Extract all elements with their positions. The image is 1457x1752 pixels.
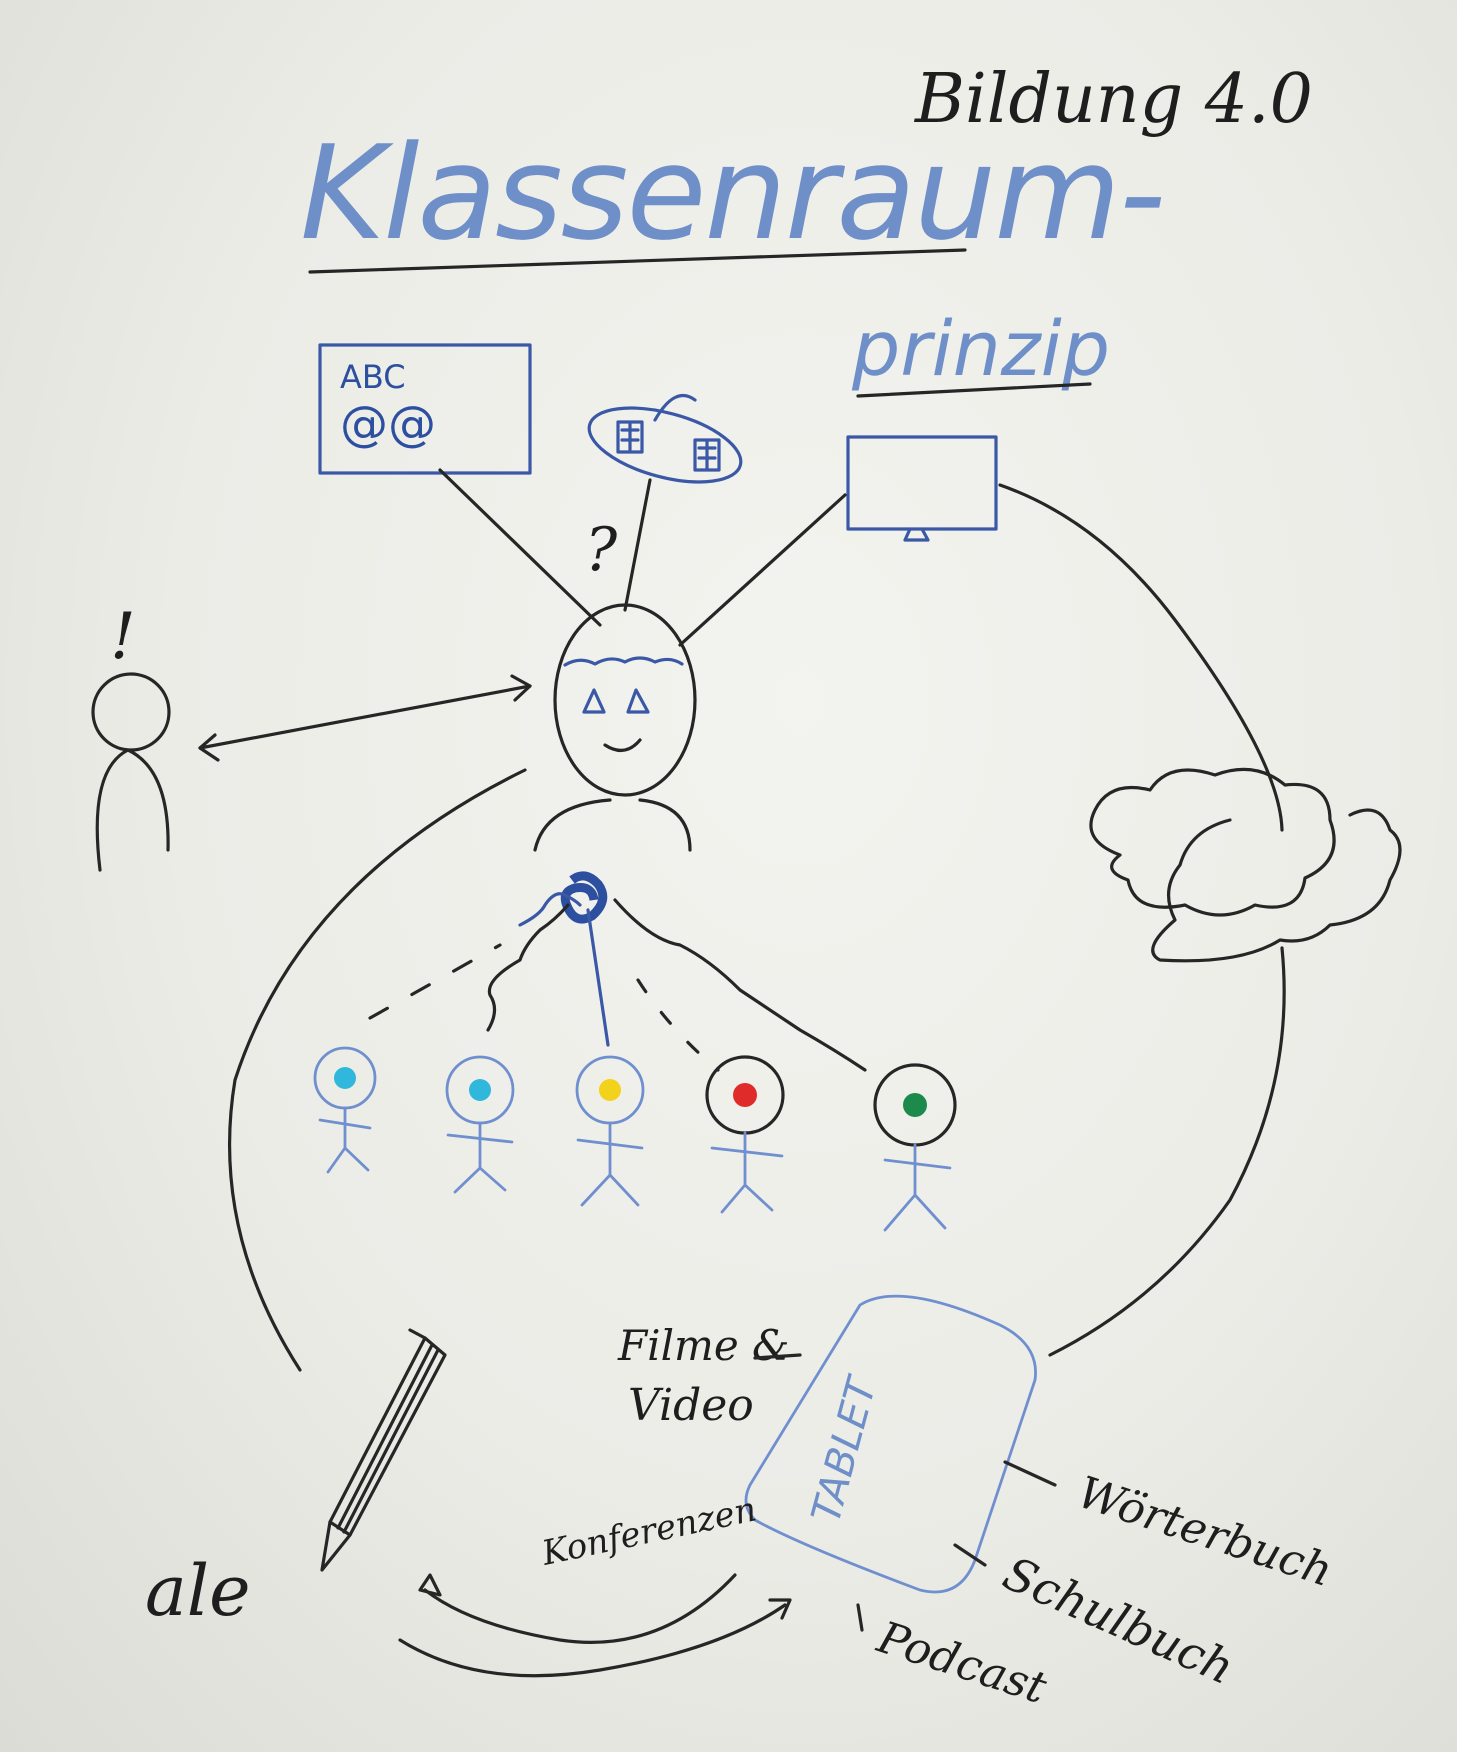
student-figure: [705, 1055, 785, 1214]
line-podcast: [856, 1603, 864, 1632]
line-filme: [753, 1353, 802, 1360]
exchange-arrows: [398, 1573, 792, 1678]
line-schulbuch: [953, 1543, 987, 1567]
loop-right-arc-top: [998, 483, 1284, 832]
exclamation-mark: !: [110, 600, 136, 674]
line-monitor-head: [678, 493, 847, 647]
line-satellite-head: [623, 478, 652, 612]
title-bildung: Bildung 4.0: [913, 60, 1313, 139]
writing-text: ale: [145, 1550, 251, 1632]
whiteboard-icon: ABC @@: [318, 343, 532, 475]
student-figure: [313, 1046, 377, 1174]
loop-left-arc: [227, 768, 527, 1372]
label-video: Video: [628, 1380, 754, 1431]
student-color-dot: [733, 1083, 757, 1107]
line-woerterbuch: [1003, 1460, 1057, 1487]
student-color-dot: [903, 1093, 927, 1117]
line-knot-student2: [486, 903, 570, 1032]
cloud-icon: [1089, 767, 1402, 963]
line-board-head: [438, 468, 602, 627]
label-filme: Filme &: [617, 1321, 789, 1370]
label-woerterbuch: Wörterbuch: [1072, 1467, 1339, 1597]
monitor-icon: [846, 435, 998, 542]
dashed-line-student4: [636, 978, 720, 1072]
student-color-dot: [469, 1079, 491, 1101]
line-knot-student3: [586, 908, 610, 1047]
line-knot-student5: [613, 898, 867, 1072]
pencil-icon: [320, 1328, 447, 1572]
student-figure: [873, 1063, 957, 1232]
teacher-figure: [533, 603, 697, 852]
svg-text:@@: @@: [340, 396, 436, 452]
title-underline: [308, 248, 967, 274]
dashed-line-student1: [368, 943, 502, 1020]
student-figure: [575, 1055, 645, 1207]
svg-text:ABC: ABC: [340, 358, 406, 396]
loop-right-arc-bottom: [1048, 946, 1286, 1357]
students-group: [313, 1046, 957, 1232]
title-prinzip: prinzip: [851, 304, 1110, 393]
satellite-icon: [587, 394, 743, 484]
network-knot-icon: [518, 871, 608, 927]
student-color-dot: [334, 1067, 356, 1089]
student-color-dot: [599, 1079, 621, 1101]
student-figure: [445, 1055, 515, 1194]
question-mark: ?: [585, 515, 618, 585]
arrow-teacher-person: [198, 674, 532, 762]
prinzip-underline: [856, 382, 1092, 398]
title-klassenraum: Klassenraum-: [300, 117, 1164, 269]
left-person-figure: !: [91, 600, 171, 872]
label-podcast: Podcast: [871, 1612, 1053, 1715]
label-konferenzen: Konferenzen: [538, 1489, 760, 1574]
tablet-label: TABLET: [803, 1370, 887, 1528]
